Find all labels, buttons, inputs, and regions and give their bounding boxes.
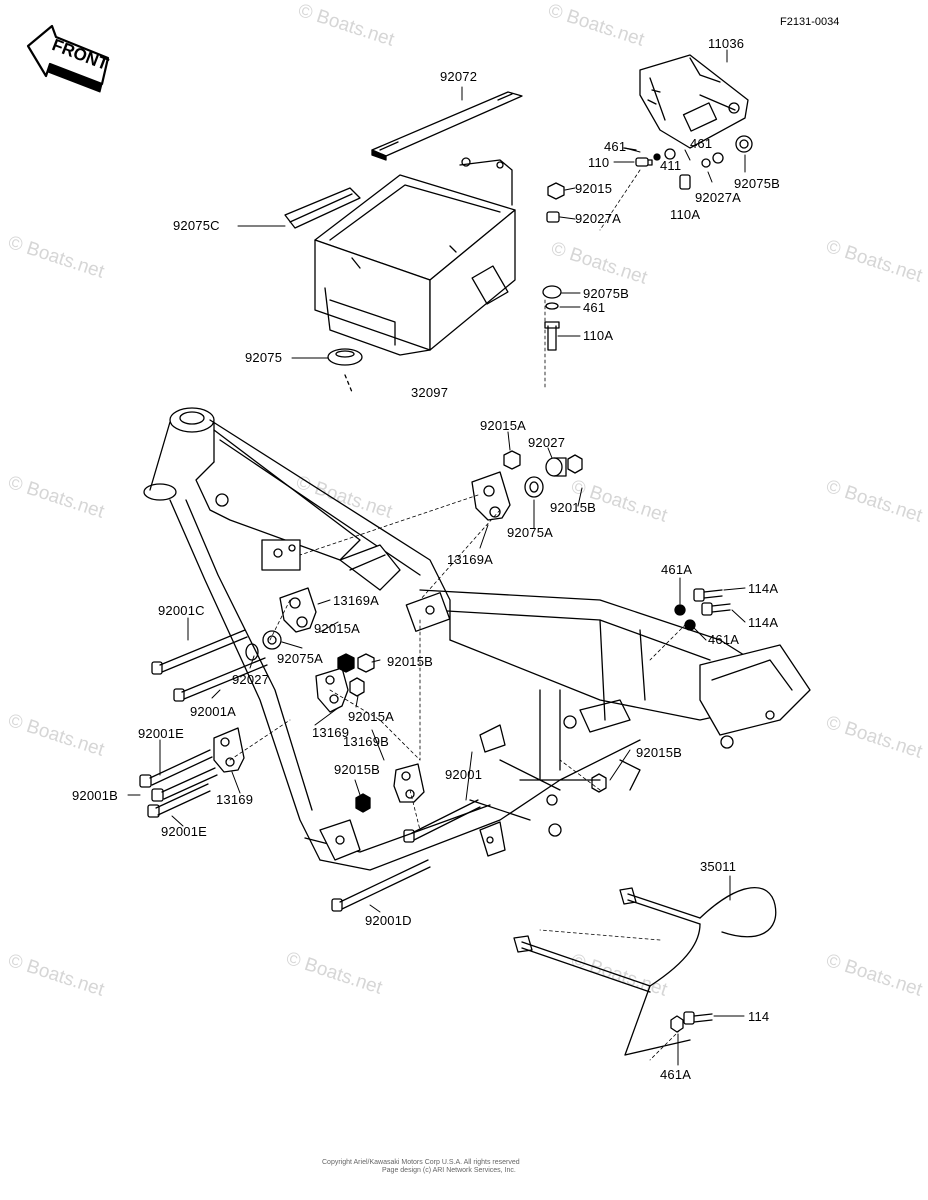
label-461: 461 (583, 300, 606, 315)
label-13169: 13169 (312, 725, 350, 740)
label-92001a: 92001A (190, 704, 237, 719)
label-110: 110 (588, 155, 610, 170)
footer-page-design: Page design (c) ARI Network Services, In… (382, 1167, 516, 1174)
footer-copyright: Copyright Ariel/Kawasaki Motors Corp U.S… (322, 1159, 520, 1166)
label-13169b: 13169B (343, 734, 390, 749)
label-114a: 114A (748, 615, 779, 630)
label-35011: 35011 (700, 859, 737, 874)
label-461a: 461A (661, 562, 693, 577)
label-92001c: 92001C (158, 603, 205, 618)
hardware-mid-column (542, 182, 565, 351)
label-13169: 13169 (216, 792, 254, 807)
label-92001: 92001 (445, 767, 483, 782)
label-92075: 92075 (245, 350, 283, 365)
label-92015a: 92015A (348, 709, 395, 724)
diagram-code: F2131-0034 (780, 16, 840, 28)
label-92027a: 92027A (575, 211, 622, 226)
label-92015: 92015 (575, 181, 613, 196)
label-461a: 461A (708, 632, 740, 647)
label-92015b: 92015B (334, 762, 381, 777)
label-92001e: 92001E (161, 824, 208, 839)
label-411: 411 (660, 158, 682, 173)
reference-lines (229, 169, 691, 1061)
label-92075c: 92075C (173, 218, 220, 233)
battery-strap-92072 (371, 91, 523, 161)
label-92075a: 92075A (507, 525, 554, 540)
label-114: 114 (748, 1009, 770, 1024)
label-110a: 110A (670, 207, 701, 222)
label-32097: 32097 (411, 385, 449, 400)
label-92027: 92027 (528, 435, 566, 450)
label-92015b: 92015B (550, 500, 597, 515)
label-92015b: 92015B (636, 745, 683, 760)
label-92001d: 92001D (365, 913, 412, 928)
label-461: 461 (690, 136, 713, 151)
engine-mount-plates (213, 471, 511, 803)
long-bolts (139, 588, 731, 1033)
leader-lines (127, 49, 746, 1066)
label-92015b: 92015B (387, 654, 434, 669)
label-461: 461 (604, 139, 627, 154)
label-92027: 92027 (232, 672, 270, 687)
battery-case-32097 (314, 157, 516, 393)
grommet-92075 (327, 348, 363, 366)
label-92001b: 92001B (72, 788, 119, 803)
label-11036: 11036 (708, 36, 745, 51)
label-461a: 461A (660, 1067, 692, 1082)
label-13169a: 13169A (333, 593, 380, 608)
label-92015a: 92015A (314, 621, 361, 636)
label-114a: 114A (748, 581, 779, 596)
engine-guard-35011 (513, 886, 777, 1056)
label-92015a: 92015A (480, 418, 527, 433)
motorcycle-frame (143, 407, 811, 871)
label-13169a: 13169A (447, 552, 494, 567)
bracket-11036 (639, 54, 749, 149)
label-92027a: 92027A (695, 190, 742, 205)
label-92075b: 92075B (734, 176, 781, 191)
front-arrow-icon: FRONT (26, 24, 111, 93)
label-92072: 92072 (440, 69, 478, 84)
label-92001e: 92001E (138, 726, 185, 741)
nuts-and-collars (245, 450, 696, 813)
small-hardware-top-right (623, 135, 753, 190)
label-92075b: 92075B (583, 286, 630, 301)
cushion-92075c (284, 187, 361, 229)
label-110a: 110A (583, 328, 614, 343)
label-92075a: 92075A (277, 651, 324, 666)
